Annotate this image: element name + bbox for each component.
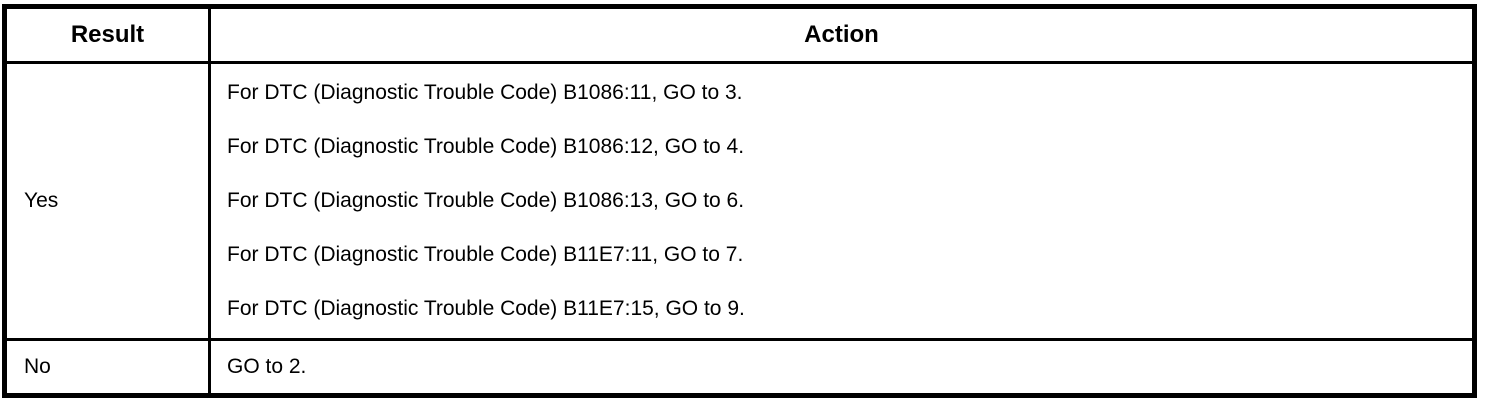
header-row: Result Action xyxy=(3,5,1476,64)
column-header-result: Result xyxy=(3,5,211,64)
table-row-yes: Yes For DTC (Diagnostic Trouble Code) B1… xyxy=(3,61,1476,341)
result-cell-no: No xyxy=(3,338,211,397)
action-line: For DTC (Diagnostic Trouble Code) B11E7:… xyxy=(227,297,745,320)
action-line: For DTC (Diagnostic Trouble Code) B11E7:… xyxy=(227,243,744,266)
action-cell-yes: For DTC (Diagnostic Trouble Code) B1086:… xyxy=(208,61,1476,341)
action-line: GO to 2. xyxy=(227,355,307,378)
table-row-no: No GO to 2. xyxy=(3,338,1476,397)
action-line: For DTC (Diagnostic Trouble Code) B1086:… xyxy=(227,81,743,104)
action-line: For DTC (Diagnostic Trouble Code) B1086:… xyxy=(227,135,745,158)
column-header-action: Action xyxy=(208,5,1476,64)
action-line: For DTC (Diagnostic Trouble Code) B1086:… xyxy=(227,189,745,212)
action-cell-no: GO to 2. xyxy=(208,338,1476,397)
result-action-table: Result Action Yes For DTC (Diagnostic Tr… xyxy=(2,4,1477,398)
result-cell-yes: Yes xyxy=(3,61,211,341)
